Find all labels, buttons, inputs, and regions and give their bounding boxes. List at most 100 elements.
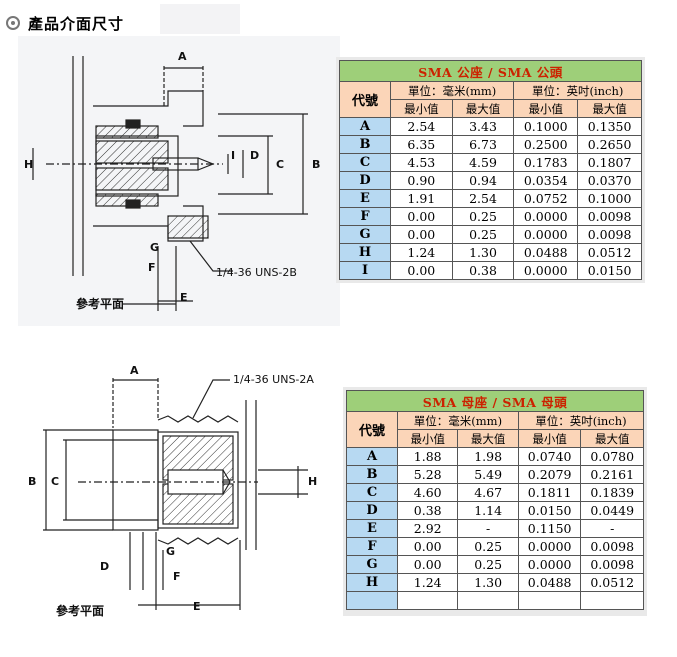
code-cell: D <box>346 501 398 520</box>
code-cell: B <box>346 465 398 484</box>
code-cell: A <box>339 117 391 136</box>
inch-min-cell: 0.0354 <box>513 171 579 190</box>
code-cell: F <box>339 207 391 226</box>
mm-min-cell: 1.91 <box>390 189 453 208</box>
code-cell: I <box>339 261 391 280</box>
label-a: A <box>130 364 139 377</box>
unit-inch-header: 單位：英吋(inch) <box>517 411 645 430</box>
inch-max-cell: 0.1807 <box>577 153 642 172</box>
code-header: 代號 <box>339 81 391 118</box>
label-c: C <box>51 475 59 488</box>
inch-min-cell: 0.0000 <box>513 261 579 280</box>
code-cell: D <box>339 171 391 190</box>
code-cell: G <box>346 555 398 574</box>
table-caption: SMA 母座 / SMA 母頭 <box>346 390 644 412</box>
label-b: B <box>312 158 320 171</box>
inch-min-cell: 0.1811 <box>517 483 582 502</box>
inch-min-cell: 0.2079 <box>517 465 582 484</box>
ref-plane-1: 參考平面 <box>76 296 124 311</box>
label-f: F <box>173 570 181 583</box>
label-i: I <box>231 149 235 162</box>
inch-min-cell: 0.0000 <box>517 555 582 574</box>
inch-min-cell: 0.0740 <box>517 447 582 466</box>
label-h: H <box>24 158 33 171</box>
code-cell: A <box>346 447 398 466</box>
inch-max-cell: 0.0449 <box>580 501 644 520</box>
code-cell: E <box>339 189 391 208</box>
inch-max-cell: 0.1000 <box>577 189 642 208</box>
empty-row <box>346 591 644 610</box>
sma-female-drawing: A B C D E F G H 1/4-36 UNS-2A 參考平面 <box>18 360 340 630</box>
mm-min-cell: 0.00 <box>396 555 459 574</box>
mm-min-cell: 0.38 <box>396 501 459 520</box>
inch-min-cell: 0.1150 <box>517 519 582 538</box>
mm-max-cell: 0.25 <box>457 537 519 556</box>
label-d: D <box>250 149 259 162</box>
mm-max-cell: 0.25 <box>457 555 519 574</box>
inch-min-cell: 0.0150 <box>517 501 582 520</box>
inch-min-cell: 0.0000 <box>513 225 579 244</box>
inch-max-cell: 0.1839 <box>580 483 644 502</box>
mm-max-cell: 0.25 <box>451 207 515 226</box>
mm-min-cell: 4.53 <box>390 153 453 172</box>
unit-inch-header: 單位：英吋(inch) <box>513 81 642 100</box>
unit-mm-header: 單位：毫米(mm) <box>397 411 519 430</box>
mm-max-cell: 1.98 <box>457 447 519 466</box>
label-b: B <box>28 475 36 488</box>
label-g: G <box>166 545 175 558</box>
inch-max-cell: 0.1350 <box>577 117 642 136</box>
inch-min-cell: 0.0488 <box>517 573 582 592</box>
code-cell: C <box>339 153 391 172</box>
mm-min-cell: 1.88 <box>396 447 459 466</box>
inch-min-cell: 0.0752 <box>513 189 579 208</box>
code-cell: H <box>346 573 398 592</box>
mm-min-cell: 0.00 <box>390 207 453 226</box>
label-g: G <box>150 241 159 254</box>
ref-plane-2: 參考平面 <box>56 603 104 618</box>
mm-min-cell: 0.00 <box>396 537 459 556</box>
max-header: 最大值 <box>577 99 642 118</box>
code-cell: B <box>339 135 391 154</box>
min-header: 最小值 <box>517 429 582 448</box>
bullet-circle-icon <box>6 16 20 30</box>
sma-male-drawing: A B C D G F E H I 1/4-36 UNS-2B 參考平面 <box>18 36 340 326</box>
inch-max-cell: 0.0150 <box>577 261 642 280</box>
mm-min-cell: 5.28 <box>396 465 459 484</box>
mm-min-cell: 6.35 <box>390 135 453 154</box>
mm-min-cell: 1.24 <box>396 573 459 592</box>
label-d: D <box>100 560 109 573</box>
max-header: 最大值 <box>580 429 644 448</box>
code-cell: G <box>339 225 391 244</box>
max-header: 最大值 <box>457 429 519 448</box>
thread-spec-2: 1/4-36 UNS-2A <box>233 373 314 386</box>
section-header: 產品介面尺寸 <box>6 10 124 36</box>
min-header: 最小值 <box>396 429 459 448</box>
mm-max-cell: 0.25 <box>451 225 515 244</box>
inch-max-cell: 0.0098 <box>580 537 644 556</box>
mm-min-cell: 0.00 <box>390 261 453 280</box>
mm-max-cell: 5.49 <box>457 465 519 484</box>
inch-min-cell: 0.1783 <box>513 153 579 172</box>
code-cell: C <box>346 483 398 502</box>
code-cell: E <box>346 519 398 538</box>
mm-min-cell: 1.24 <box>390 243 453 262</box>
inch-max-cell: 0.0098 <box>577 225 642 244</box>
mm-max-cell: 2.54 <box>451 189 515 208</box>
thread-spec-1: 1/4-36 UNS-2B <box>216 266 297 279</box>
label-f: F <box>148 261 156 274</box>
inch-max-cell: 0.2161 <box>580 465 644 484</box>
inch-max-cell: - <box>580 519 644 538</box>
mm-min-cell: 0.00 <box>390 225 453 244</box>
